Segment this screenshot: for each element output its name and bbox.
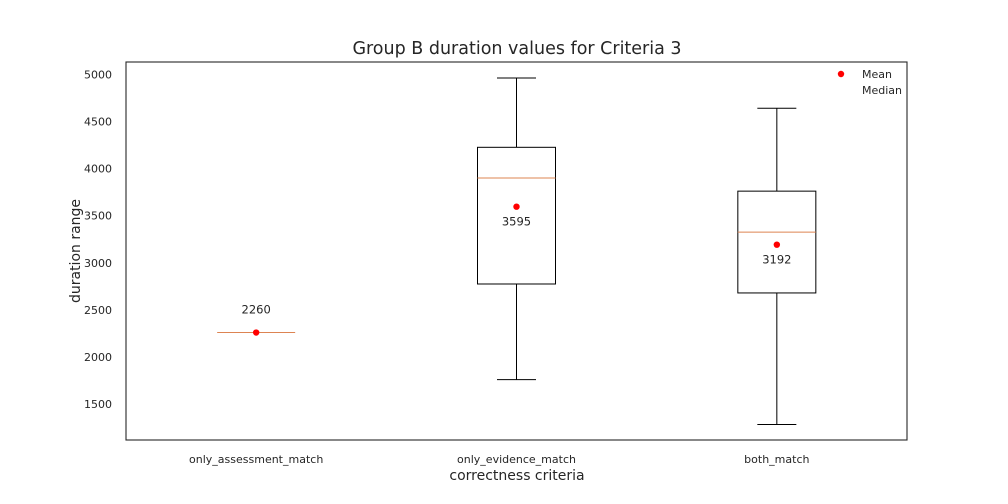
y-tick-label: 5000 [84,68,112,81]
mean-label: 3595 [502,215,531,229]
mean-label: 2260 [242,303,271,317]
y-axis-label: duration range [68,199,84,303]
axes-frame [125,61,908,441]
box-only_assessment_match: 2260 [217,303,296,336]
legend-label-median: Median [862,84,902,97]
mean-dot [513,203,520,210]
mean-dot [252,329,260,336]
y-tick-label: 1500 [84,398,112,411]
chart-title: Group B duration values for Criteria 3 [352,39,681,59]
x-tick-label: only_assessment_match [189,453,323,466]
x-tick-label: only_evidence_match [457,453,576,466]
y-tick-label: 2000 [84,351,112,364]
legend-label-mean: Mean [862,68,892,81]
iqr-box [477,146,556,285]
box-only_evidence_match: 3595 [477,77,556,381]
y-tick-label: 4500 [84,115,112,128]
x-axis-label: correctness criteria [449,468,584,484]
iqr-box [737,190,817,294]
legend-marker-mean [837,70,845,78]
y-tick-label: 4000 [84,163,112,176]
mean-label: 3192 [762,253,791,267]
x-tick-label: both_match [744,453,809,466]
box-both_match: 3192 [737,107,817,425]
y-tick-label: 3000 [84,257,112,270]
y-tick-label: 2500 [84,304,112,317]
mean-dot [773,241,781,248]
y-tick-label: 3500 [84,210,112,223]
plot-area: 1500 2000 2500 3000 3500 4000 4500 5000 only_ass… [84,61,908,466]
